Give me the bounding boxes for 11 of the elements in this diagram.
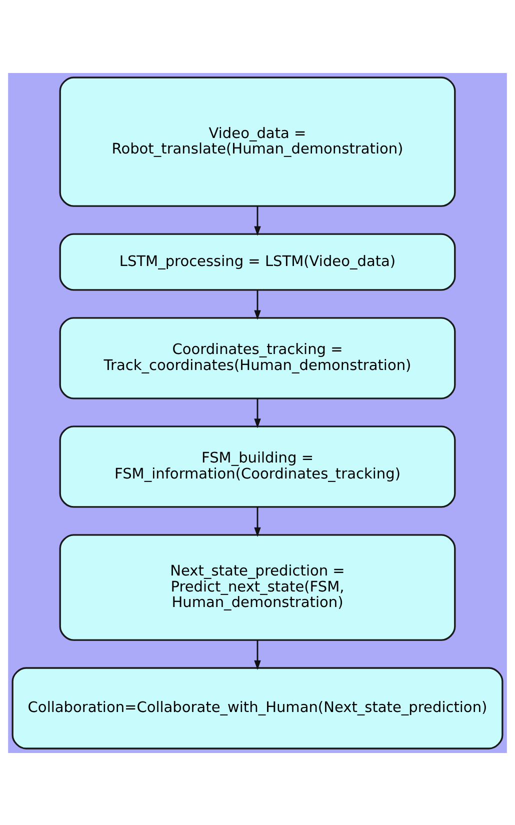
node-box: FSM_building = FSM_information(Coordinates_tracking) xyxy=(59,425,456,508)
node-box: Coordinates_tracking = Track_coordinates(Human_demonstration) xyxy=(59,316,456,399)
arrow xyxy=(254,640,261,670)
node-box: LSTM_processing = LSTM(Video_data) xyxy=(59,232,456,290)
node-box: Collaboration=Collaborate_with_Human(Next_state_prediction) xyxy=(12,666,504,749)
arrow xyxy=(254,290,261,320)
node-box: Video_data = Robot_translate(Human_demonstration) xyxy=(59,76,456,206)
arrow xyxy=(254,206,261,236)
arrow xyxy=(254,506,261,536)
arrow xyxy=(254,398,261,428)
node-box: Next_state_prediction = Predict_next_state(FSM, Human_demonstration) xyxy=(59,534,456,640)
